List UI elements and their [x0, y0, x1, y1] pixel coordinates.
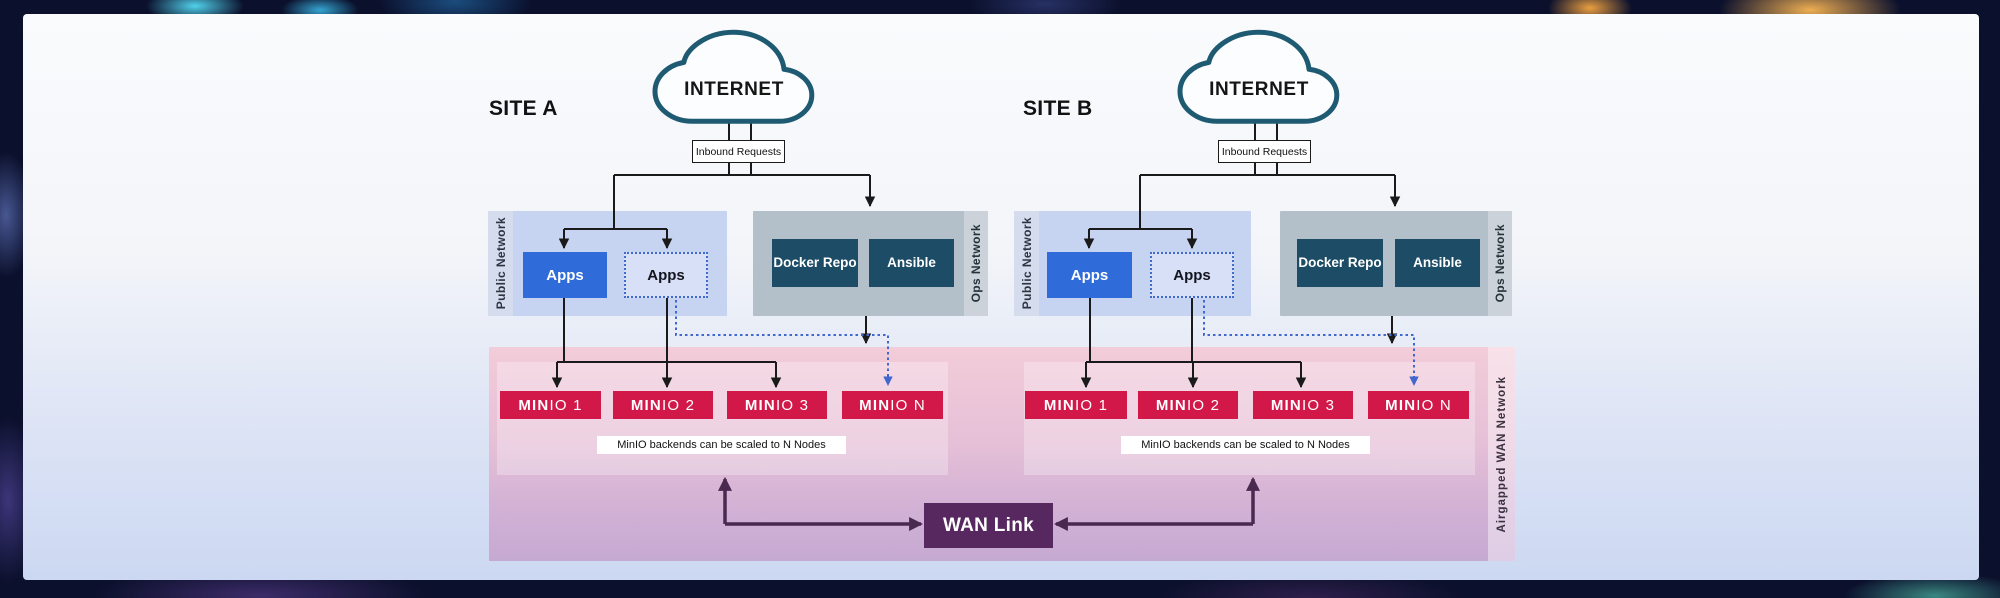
minio-wordmark-rest: IO 3	[1301, 396, 1336, 414]
minio-wordmark-bold: MIN	[1043, 396, 1075, 414]
site-b-ansible: Ansible	[1395, 239, 1480, 287]
site-a-public-network-label: Public Network	[493, 217, 508, 310]
minio-wordmark-bold: MIN	[1270, 396, 1302, 414]
minio-wordmark-rest: IO 1	[549, 396, 583, 414]
minio-wordmark-bold: MIN	[859, 396, 891, 414]
site-a-title: SITE A	[489, 97, 558, 120]
site-a-ansible: Ansible	[869, 239, 954, 287]
minio-wordmark-bold: MIN	[744, 396, 776, 414]
site-b-title: SITE B	[1023, 97, 1093, 120]
minio-wordmark-bold: MIN	[1385, 396, 1417, 414]
site-a-scale-note: MinIO backends can be scaled to N Nodes	[597, 436, 846, 454]
site-a-public-label-strip: Public Network	[488, 211, 513, 316]
site-b-public-label-strip: Public Network	[1014, 211, 1039, 316]
minio-wordmark-bold: MIN	[630, 396, 662, 414]
minio-wordmark-bold: MIN	[1155, 396, 1187, 414]
site-b-apps-scalable: Apps	[1150, 252, 1234, 298]
site-a-ops-network-label: Ops Network	[969, 224, 983, 303]
site-a-apps-primary: Apps	[523, 252, 607, 298]
site-b-docker-repo: Docker Repo	[1297, 239, 1383, 287]
minio-wordmark-rest: IO 3	[775, 396, 810, 414]
minio-wordmark-rest: IO 1	[1074, 396, 1109, 414]
site-b-internet-label: INTERNET	[1209, 79, 1309, 100]
airgap-network-label: Airgapped WAN Network	[1495, 375, 1508, 533]
site-a-internet-label: INTERNET	[684, 79, 784, 100]
site-a-docker-repo: Docker Repo	[772, 239, 858, 287]
site-b-scale-note: MinIO backends can be scaled to N Nodes	[1121, 436, 1370, 454]
site-b-ops-label-strip: Ops Network	[1488, 211, 1512, 316]
site-a-inbound-requests-box: Inbound Requests	[692, 140, 785, 163]
site-b-apps-primary: Apps	[1047, 252, 1132, 298]
site-b-public-network-label: Public Network	[1019, 217, 1034, 310]
site-a-ops-label-strip: Ops Network	[964, 211, 988, 316]
site-b-ops-network-label: Ops Network	[1493, 224, 1507, 303]
wan-link-box: WAN Link	[924, 503, 1053, 548]
minio-wordmark-rest: IO N	[1416, 396, 1452, 414]
minio-wordmark-rest: IO 2	[661, 396, 696, 414]
minio-wordmark-rest: IO 2	[1186, 396, 1221, 414]
site-a-apps-scalable: Apps	[624, 252, 708, 298]
minio-wordmark-bold: MIN	[518, 396, 550, 414]
airgap-label-strip: Airgapped WAN Network	[1488, 347, 1515, 561]
site-b-inbound-requests-box: Inbound Requests	[1218, 140, 1311, 163]
minio-wordmark-rest: IO N	[890, 396, 926, 414]
